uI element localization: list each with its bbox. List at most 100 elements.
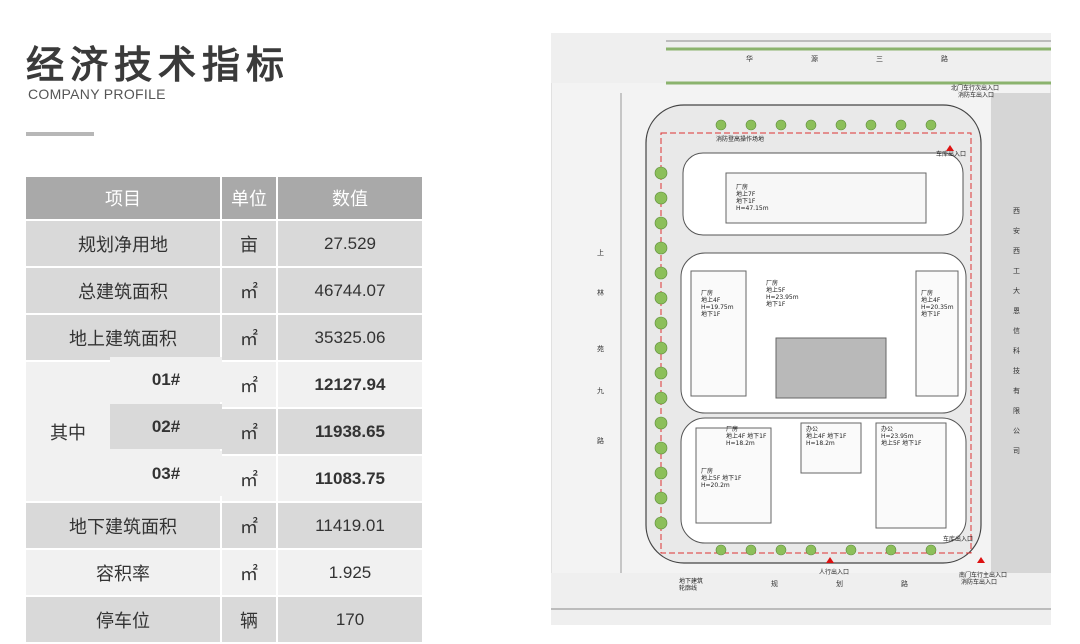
table-row: ㎡ 11938.65	[26, 409, 424, 456]
north-entry-label: 北门车行次出入口	[951, 84, 999, 92]
road-right-char: 科	[1013, 346, 1020, 355]
bldg-b-under: 地下1F	[766, 300, 786, 308]
table-row: 容积率 ㎡ 1.925	[26, 550, 424, 597]
road-left-char: 九	[597, 386, 604, 395]
indicator-table: 项目 单位 数值 规划净用地 亩 27.529 总建筑面积 ㎡ 46744.07…	[26, 177, 424, 644]
road-left-char: 林	[597, 288, 604, 297]
table-row: 停车位 辆 170	[26, 597, 424, 644]
bldg-a-under: 地下1F	[701, 310, 721, 318]
bldg-c-height: H=20.35m	[921, 304, 954, 311]
road-right-char: 安	[1013, 226, 1020, 235]
road-bottom-char: 划	[836, 579, 843, 588]
bldg-c-under: 地下1F	[921, 310, 941, 318]
row-unit: ㎡	[222, 362, 278, 409]
bldg-a-label: 厂房	[701, 289, 713, 297]
bldg-c-label: 厂房	[921, 289, 933, 297]
table-row: 其中 ㎡ 12127.94	[26, 362, 424, 503]
bldg-top-under: 地下1F	[736, 197, 756, 205]
header-item: 项目	[26, 177, 222, 221]
road-top-char: 路	[941, 54, 948, 63]
group-item-02: 02#	[110, 404, 222, 449]
group-item-03: 03#	[110, 451, 222, 496]
group-label: 其中	[50, 422, 86, 444]
row-item: 总建筑面积	[26, 268, 222, 315]
road-left-char: 路	[597, 436, 604, 445]
row-value: 46744.07	[278, 268, 424, 315]
bldg-g-label: 厂房	[701, 467, 713, 475]
row-value: 35325.06	[278, 315, 424, 362]
row-value: 1.925	[278, 550, 424, 597]
row-value: 170	[278, 597, 424, 644]
bldg-d-floors: 地上4F 地下1F	[726, 432, 767, 440]
road-bottom-char: 规	[771, 579, 778, 588]
road-right-char: 恩	[1013, 307, 1020, 315]
row-item: 规划净用地	[26, 221, 222, 268]
bldg-a-floors: 地上4F	[701, 296, 721, 304]
bldg-top-label: 厂房	[736, 183, 748, 191]
road-bottom-char: 路	[901, 579, 908, 588]
header-value: 数值	[278, 177, 424, 221]
bldg-f-label: 办公	[881, 425, 893, 433]
road-right-char: 工	[1013, 267, 1020, 275]
road-right-char: 限	[1013, 406, 1020, 415]
row-unit: ㎡	[222, 503, 278, 550]
bldg-top-height: H=47.15m	[736, 205, 769, 212]
bldg-g-height: H=20.2m	[701, 482, 730, 489]
row-value: 27.529	[278, 221, 424, 268]
basement-outline-label-2: 轮廓线	[679, 584, 697, 592]
bldg-c-floors: 地上4F	[921, 296, 941, 304]
bldg-b-label: 厂房	[766, 279, 778, 287]
table-row: 地下建筑面积 ㎡ 11419.01	[26, 503, 424, 550]
garage-entry-top-label: 车库出入口	[936, 150, 966, 158]
south-fire-label: 消防车出入口	[961, 578, 997, 586]
bldg-g-floors: 地上5F 地下1F	[701, 474, 742, 482]
site-plan: 华 源 三 路 上 林 苑 九 路 西 安 西 工 大 恩 信 科 技 有 限 …	[551, 33, 1051, 625]
basement-outline-label: 地下建筑	[679, 577, 703, 585]
row-unit: 亩	[222, 221, 278, 268]
row-item: 停车位	[26, 597, 222, 644]
row-value: 12127.94	[278, 362, 424, 409]
row-unit: 辆	[222, 597, 278, 644]
table-row: 地上建筑面积 ㎡ 35325.06	[26, 315, 424, 362]
road-right-char: 有	[1013, 386, 1020, 395]
page-title: 经济技术指标	[26, 43, 291, 87]
table-row: 总建筑面积 ㎡ 46744.07	[26, 268, 424, 315]
bldg-f-floors: 地上5F 地下1F	[881, 439, 922, 447]
bldg-d-label: 厂房	[726, 425, 738, 433]
row-unit: ㎡	[222, 550, 278, 597]
road-top-char: 源	[811, 54, 818, 63]
road-left-char: 苑	[597, 344, 604, 353]
row-item: 地上建筑面积	[26, 315, 222, 362]
bldg-top-floors: 地上7F	[736, 190, 756, 198]
bldg-b-height: H=23.95m	[766, 294, 799, 301]
road-top-char: 三	[876, 55, 883, 63]
row-unit: ㎡	[222, 315, 278, 362]
road-right-char: 西	[1013, 207, 1020, 215]
road-right-char: 信	[1013, 326, 1020, 335]
table-row: 规划净用地 亩 27.529	[26, 221, 424, 268]
road-right-char: 技	[1013, 366, 1020, 375]
garage-entry-bottom-label: 车库出入口	[943, 535, 973, 543]
bldg-b-floors: 地上5F	[766, 286, 786, 294]
road-top-char: 华	[746, 54, 753, 63]
fire-platform-label: 消防登高操作场地	[716, 135, 764, 143]
page-subtitle: COMPANY PROFILE	[28, 86, 166, 102]
bldg-a-height: H=19.75m	[701, 304, 734, 311]
bldg-f-height: H=23.95m	[881, 433, 914, 440]
table-row: ㎡ 11083.75	[26, 456, 424, 503]
road-right-char: 公	[1013, 427, 1020, 435]
row-value: 11938.65	[278, 409, 424, 456]
south-entry-label: 南门车行主出入口	[959, 571, 1007, 579]
bldg-e-label: 办公	[806, 425, 818, 433]
header-unit: 单位	[222, 177, 278, 221]
row-item: 地下建筑面积	[26, 503, 222, 550]
pedestrian-entry-label: 人行出入口	[819, 568, 849, 576]
road-right-char: 西	[1013, 247, 1020, 255]
road-right-char: 司	[1013, 447, 1020, 455]
bldg-d-height: H=18.2m	[726, 440, 755, 447]
bldg-e-height: H=18.2m	[806, 440, 835, 447]
title-divider	[26, 132, 94, 136]
row-value: 11083.75	[278, 456, 424, 503]
group-item-01: 01#	[110, 357, 222, 402]
row-unit: ㎡	[222, 409, 278, 456]
